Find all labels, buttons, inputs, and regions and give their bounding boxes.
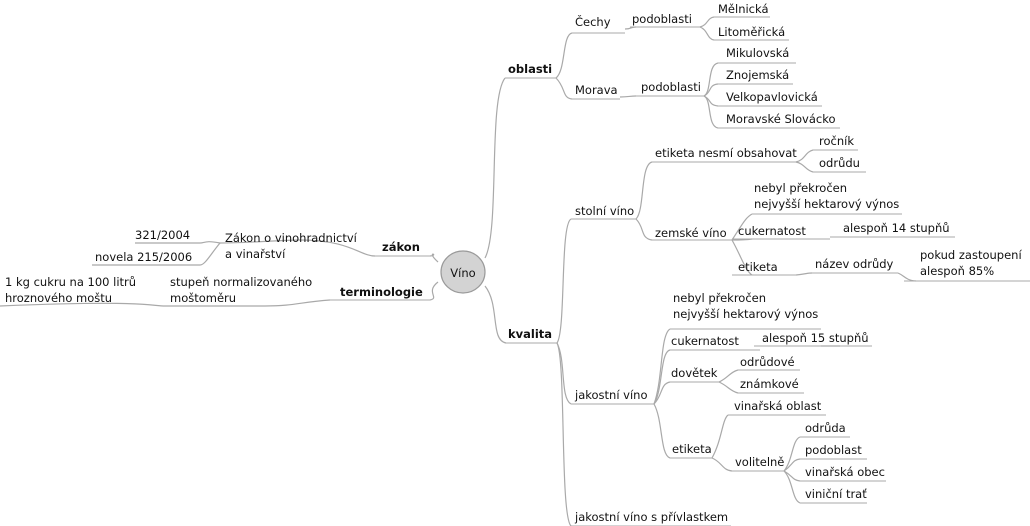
central-node-label: Víno <box>450 266 475 280</box>
node-zakon[interactable]: zákon <box>382 240 420 254</box>
node-zakon-novela[interactable]: novela 215/2006 <box>95 250 192 264</box>
node-stolni-vino[interactable]: stolní víno <box>575 204 634 218</box>
node-pokud-line2[interactable]: alespoň 85% <box>920 264 994 278</box>
node-znamkove[interactable]: známkové <box>740 377 799 391</box>
node-zemske-etiketa[interactable]: etiketa <box>738 260 778 274</box>
node-odrudove[interactable]: odrůdové <box>740 355 795 369</box>
node-zemske-nebyl-line1[interactable]: nebyl překročen <box>754 181 847 195</box>
node-nazev-odrudy[interactable]: název odrůdy <box>815 257 894 271</box>
node-dovetek[interactable]: dovětek <box>671 366 718 380</box>
node-kg-cukru-line1[interactable]: 1 kg cukru na 100 litrů <box>5 275 136 289</box>
node-mikulovska[interactable]: Mikulovská <box>726 46 789 60</box>
node-jakostni-cukernatost[interactable]: cukernatost <box>671 334 739 348</box>
node-podoblast[interactable]: podoblast <box>805 443 862 457</box>
node-jakostni-nebyl-line1[interactable]: nebyl překročen <box>673 291 766 305</box>
node-zakon-321[interactable]: 321/2004 <box>135 228 190 242</box>
node-vinicni-trat[interactable]: viniční trať <box>805 487 867 501</box>
node-zemske-cukernatost-value[interactable]: alespoň 14 stupňů <box>843 221 950 235</box>
node-morava-podoblasti[interactable]: podoblasti <box>641 80 701 94</box>
node-terminologie[interactable]: terminologie <box>340 285 423 299</box>
node-znojemska[interactable]: Znojemská <box>726 68 789 82</box>
underlines <box>330 16 1030 526</box>
node-pokud-line1[interactable]: pokud zastoupení <box>920 248 1022 262</box>
node-moravske-slovacko[interactable]: Moravské Slovácko <box>726 112 836 126</box>
node-zemske-cukernatost[interactable]: cukernatost <box>738 224 806 238</box>
node-vinarska-obec[interactable]: vinařská obec <box>805 465 885 479</box>
node-kg-cukru-line2[interactable]: hroznového moštu <box>5 291 112 305</box>
node-melnicka[interactable]: Mělnická <box>718 2 769 16</box>
node-zemske-nebyl-line2[interactable]: nejvyšší hektarový výnos <box>754 197 899 211</box>
node-stupen-line2[interactable]: moštoměru <box>170 291 236 305</box>
node-morava[interactable]: Morava <box>575 83 618 97</box>
node-zakon-title-line1[interactable]: Zákon o vinohradnictví <box>225 231 358 245</box>
node-odrudu[interactable]: odrůdu <box>819 156 860 170</box>
node-jakostni-etiketa[interactable]: etiketa <box>672 442 712 456</box>
node-cechy-podoblasti[interactable]: podoblasti <box>632 12 692 26</box>
node-vinarska-oblast[interactable]: vinařská oblast <box>734 399 822 413</box>
central-node-shape <box>440 250 486 294</box>
node-jakostni-vino[interactable]: jakostní víno <box>574 388 648 402</box>
node-odruda[interactable]: odrůda <box>805 421 846 435</box>
node-velkopavlovicka[interactable]: Velkopavlovická <box>726 90 818 104</box>
node-rocnik[interactable]: ročník <box>819 134 854 148</box>
node-oblasti[interactable]: oblasti <box>508 62 552 76</box>
node-stupen-line1[interactable]: stupeň normalizovaného <box>170 275 312 289</box>
node-zakon-title-line2[interactable]: a vinařství <box>225 247 286 261</box>
node-volitelne[interactable]: volitelně <box>735 455 784 469</box>
node-jakostni-cukernatost-value[interactable]: alespoň 15 stupňů <box>762 331 869 345</box>
node-litomericka[interactable]: Litoměřická <box>718 25 785 39</box>
node-kvalita[interactable]: kvalita <box>508 327 552 341</box>
node-cechy[interactable]: Čechy <box>575 14 611 29</box>
node-etiketa-nesmi[interactable]: etiketa nesmí obsahovat <box>655 146 797 160</box>
node-zemske-vino[interactable]: zemské víno <box>655 226 727 240</box>
central-node[interactable]: Víno <box>440 250 486 294</box>
node-jakostni-s-privlastkem[interactable]: jakostní víno s přívlastkem <box>574 510 728 524</box>
node-jakostni-nebyl-line2[interactable]: nejvyšší hektarový výnos <box>673 307 818 321</box>
